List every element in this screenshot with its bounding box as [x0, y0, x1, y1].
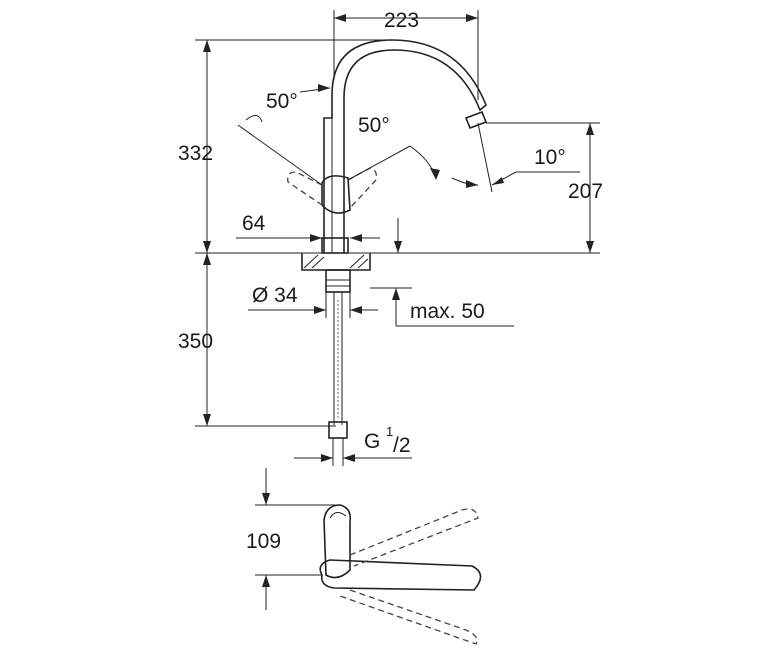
- side-view: 223 332 207 50°: [178, 9, 603, 466]
- mounting-hatch: [303, 254, 369, 269]
- label-shank-diameter: Ø 34: [252, 284, 298, 307]
- label-spout-tilt: 10°: [534, 146, 566, 169]
- label-max-counter: max. 50: [410, 300, 485, 323]
- label-outlet-height: 207: [568, 180, 603, 203]
- label-thread-den: /2: [393, 434, 411, 457]
- dim-lever-offset: 64: [236, 212, 402, 253]
- dim-total-height: 332: [178, 39, 390, 253]
- faucet-body: [323, 39, 487, 253]
- spout-tip: [464, 110, 488, 130]
- dim-top-depth: 109: [246, 468, 340, 610]
- dim-lever-angle-left: 50°: [237, 84, 331, 186]
- lever-swing-right: [347, 167, 378, 209]
- top-lever-swing-down: [339, 589, 478, 645]
- label-total-height: 332: [178, 142, 213, 165]
- lever-swing-left: [287, 171, 323, 206]
- mounting-base: [321, 237, 349, 254]
- hose-fitting: [328, 421, 348, 439]
- label-lever-angle-left: 50°: [266, 90, 298, 113]
- label-lever-angle-right: 50°: [358, 114, 390, 137]
- dim-connection-thread: G 1 /2: [294, 424, 412, 466]
- lever-handle: [321, 175, 351, 214]
- label-lever-offset: 64: [242, 212, 266, 235]
- top-lever-swing-up: [349, 508, 479, 567]
- top-lever: [319, 559, 482, 591]
- dim-hose-length: 350: [178, 253, 336, 427]
- supply-hose: [333, 292, 343, 425]
- dim-outlet-height: 207: [486, 122, 603, 253]
- label-hose-length: 350: [178, 330, 213, 353]
- threaded-shank: [325, 269, 351, 293]
- top-body: [323, 504, 352, 579]
- dim-shank-diameter: Ø 34: [248, 284, 378, 318]
- dim-lever-angle-right: 50°: [347, 114, 440, 181]
- label-thread-main: G: [364, 430, 380, 453]
- dim-spout-tilt: 10°: [451, 122, 580, 193]
- label-spout-reach: 223: [384, 9, 419, 32]
- label-thread-num: 1: [386, 424, 393, 439]
- label-top-depth: 109: [246, 530, 281, 553]
- dim-max-counter: max. 50: [370, 287, 514, 327]
- top-view: 109: [246, 468, 482, 645]
- dim-spout-reach: 223: [333, 9, 479, 100]
